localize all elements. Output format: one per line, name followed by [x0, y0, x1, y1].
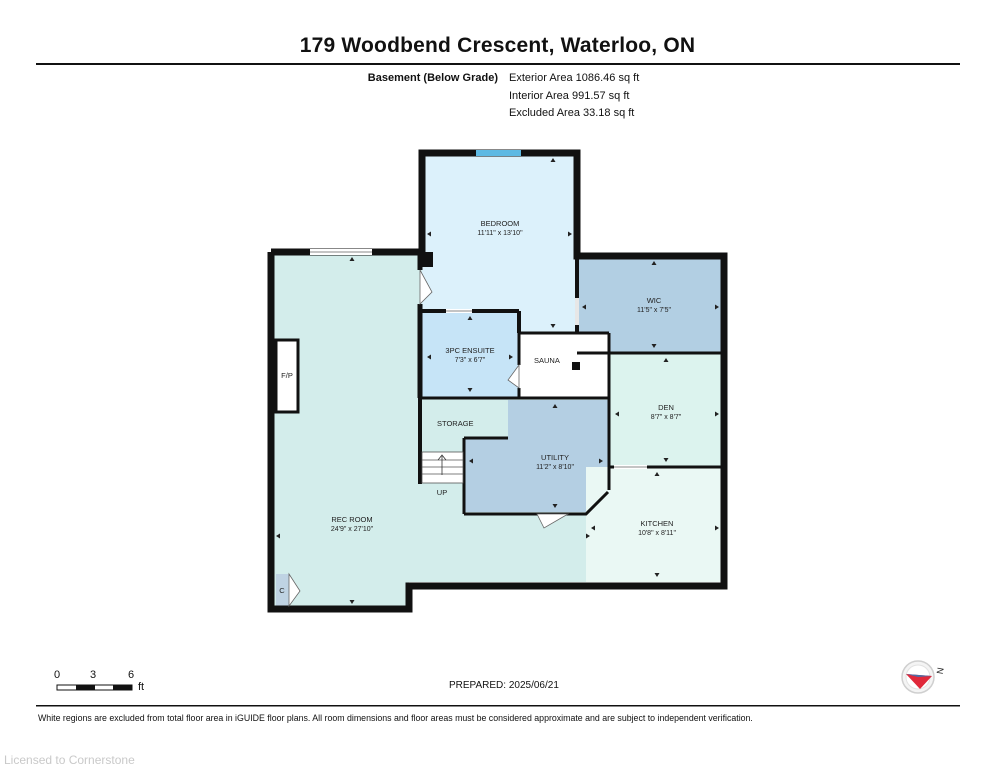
scale-unit: ft: [138, 681, 145, 693]
den-label: DEN: [658, 403, 674, 412]
rec-room-window: [310, 249, 372, 255]
den-dims: 8'7" x 8'7": [651, 414, 682, 421]
ensuite-window: [446, 309, 472, 313]
page-title: 179 Woodbend Crescent, Waterloo, ON: [299, 34, 696, 57]
scale-tick-6: 6: [128, 669, 135, 681]
scale-bar: [56, 684, 133, 691]
compass-north-label: N: [935, 667, 946, 675]
ensuite-fill: [422, 311, 518, 397]
kitchen-window: [614, 465, 647, 469]
stairs-label: UP: [437, 488, 447, 497]
scale-tick-0: 0: [54, 669, 61, 681]
ensuite-label: 3PC ENSUITE: [445, 346, 494, 355]
storage-label: STORAGE: [437, 419, 474, 428]
floor-name: Basement (Below Grade): [367, 72, 498, 84]
ensuite-dims: 7'3" x 6'7": [455, 357, 486, 364]
title-divider: [36, 63, 960, 65]
utility-label: UTILITY: [541, 453, 569, 462]
dimension-arrow-icon: [276, 158, 719, 604]
bedroom-dims: 11'11" x 13'10": [477, 230, 523, 237]
sauna-label: SAUNA: [534, 356, 560, 365]
wic-label: WIC: [647, 296, 662, 305]
bedroom-fill: [422, 153, 577, 333]
bedroom-label: BEDROOM: [481, 219, 520, 228]
fireplace-label: F/P: [281, 371, 293, 380]
wic-dims: 11'5" x 7'5": [637, 307, 671, 314]
closet-fill: [276, 574, 289, 606]
prepared-date: PREPARED: 2025/06/21: [449, 680, 559, 691]
kitchen-dims: 10'8" x 8'11": [638, 530, 676, 537]
exterior-area: Exterior Area 1086.46 sq ft: [509, 72, 640, 84]
bedroom-window: [476, 150, 521, 156]
den-fill: [610, 353, 724, 467]
disclaimer: White regions are excluded from total fl…: [38, 713, 753, 723]
utility-fill: [464, 400, 608, 512]
license-watermark: Licensed to Cornerstone: [4, 753, 135, 767]
stairs-icon: [421, 451, 464, 484]
footer-divider: [36, 705, 960, 707]
interior-walls: [274, 252, 724, 516]
rec-room-dims: 24'9" x 27'10": [331, 526, 374, 533]
area-values: Exterior Area 1086.46 sq ft Interior Are…: [509, 70, 709, 123]
rec-room-fill: [271, 252, 610, 609]
rec-room-label: REC ROOM: [331, 515, 372, 524]
excluded-area: Excluded Area 33.18 sq ft: [509, 107, 635, 119]
fireplace-fill: [276, 340, 298, 412]
interior-area: Interior Area 991.57 sq ft: [509, 89, 630, 102]
sauna-heater: [572, 362, 580, 370]
sauna-fill: [519, 333, 609, 397]
exterior-walls: [267, 149, 728, 613]
scale-tick-3: 3: [90, 669, 97, 681]
door-swings: [288, 269, 570, 608]
utility-dims: 11'2" x 8'10": [536, 464, 574, 471]
kitchen-label: KITCHEN: [641, 519, 674, 528]
closet-label: C: [279, 586, 285, 595]
wic-opening: [575, 298, 579, 325]
compass-icon: [901, 660, 935, 694]
